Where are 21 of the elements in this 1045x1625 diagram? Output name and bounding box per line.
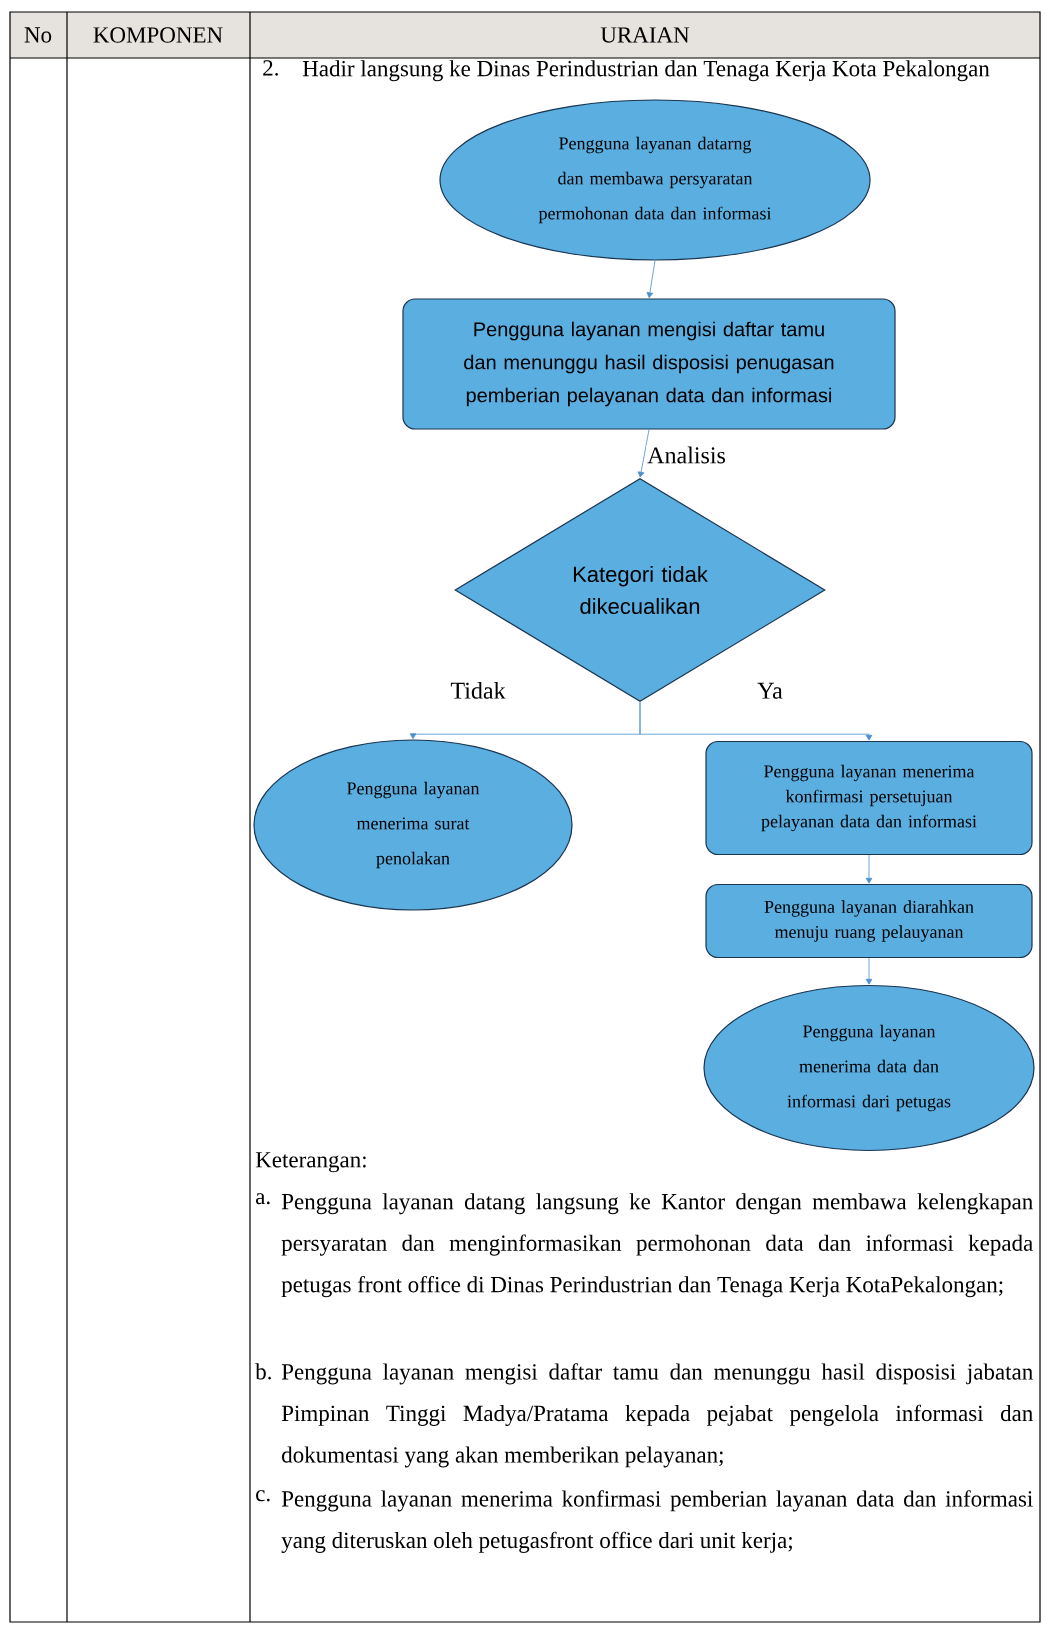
arrow xyxy=(646,260,656,298)
list-number: 2. xyxy=(263,60,278,76)
paragraph: Pengguna layanan datang langsung ke Kantor dengan membawa kelengkapan persyaratan dan menginformasikan permohonan data dan informasi kepada petugas front office di Dinas Perindustrian dan Tenaga Kerja KotaPekalongan; xyxy=(281,1193,1033,1298)
arrow xyxy=(639,701,873,741)
note-heading: Keterangan: xyxy=(255,1152,366,1173)
list-letter: b. xyxy=(255,1363,271,1380)
process-box: Pengguna layanan diarahkan menuju ruang pelauyanan xyxy=(705,883,1033,959)
paragraph: Pengguna layanan menerima konfirmasi pemberian layanan data dan informasi yang diteruskan oleh petugasfront office dari unit kerja; xyxy=(281,1490,1033,1553)
list-letter: c. xyxy=(256,1490,270,1502)
edge-label: Analisis xyxy=(646,445,727,465)
arrow xyxy=(865,854,873,884)
list-letter: a. xyxy=(256,1193,270,1205)
header-cell: URAIAN xyxy=(600,27,690,43)
edge-label: Ya xyxy=(756,681,784,700)
process-box: Pengguna layanan mengisi daftar tamu dan menunggu hasil disposisi penugasan pemberian pelayanan data dan informasi xyxy=(402,298,896,430)
process-box: Pengguna layanan menerima konfirmasi persetujuan pelayanan data dan informasi xyxy=(705,740,1033,856)
header-cell: KOMPONEN xyxy=(93,27,223,43)
header-cell: No xyxy=(24,27,52,43)
arrow xyxy=(865,957,873,985)
paragraph: Pengguna layanan mengisi daftar tamu dan menunggu hasil disposisi jabatan Pimpinan Tinggi Madya/Pratama kepada pejabat pengelola informasi dan dokumentasi yang akan memberikan pelayanan; xyxy=(281,1363,1033,1468)
arrow xyxy=(637,429,650,478)
